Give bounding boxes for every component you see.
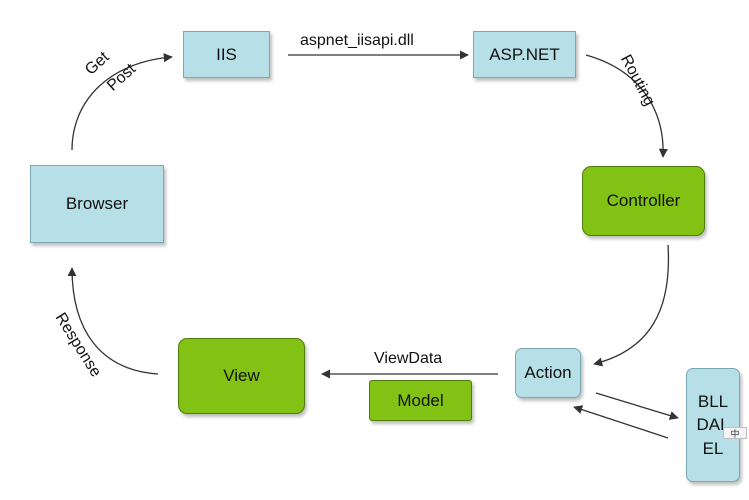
arrow-action-to-bll <box>595 392 679 420</box>
aspnet-node: ASP.NET <box>473 31 576 78</box>
get-label: Get <box>82 48 113 79</box>
browser-label: Browser <box>65 194 129 214</box>
translate-badge-text: 中 <box>730 429 740 439</box>
aspnet-label: ASP.NET <box>489 44 560 64</box>
bll-dal-el-stack: BLL DAL EL <box>696 392 729 459</box>
el-label: EL <box>702 438 724 458</box>
model-node: Model <box>369 380 472 421</box>
translate-badge[interactable]: 中 <box>723 427 747 439</box>
arrow-bll-to-action <box>573 405 669 439</box>
aspnet-isapi-label: aspnet_iisapi.dll <box>300 32 414 49</box>
dal-label: DAL <box>696 415 730 435</box>
routing-label: Routing <box>616 52 658 109</box>
controller-node: Controller <box>582 166 705 236</box>
view-node: View <box>178 338 305 414</box>
viewdata-label: ViewData <box>374 350 443 367</box>
bll-label: BLL <box>697 391 729 411</box>
browser-node: Browser <box>30 165 164 243</box>
view-label: View <box>223 366 260 386</box>
model-label: Model <box>397 390 444 410</box>
arrow-controller-to-action <box>593 244 670 367</box>
iis-label: IIS <box>216 44 237 64</box>
controller-label: Controller <box>606 191 681 211</box>
post-label: Post <box>104 60 140 95</box>
bll-dal-el-node: BLL DAL EL <box>686 368 740 482</box>
iis-node: IIS <box>183 31 270 78</box>
action-label: Action <box>524 363 572 383</box>
response-label: Response <box>51 310 105 381</box>
action-node: Action <box>515 348 581 398</box>
